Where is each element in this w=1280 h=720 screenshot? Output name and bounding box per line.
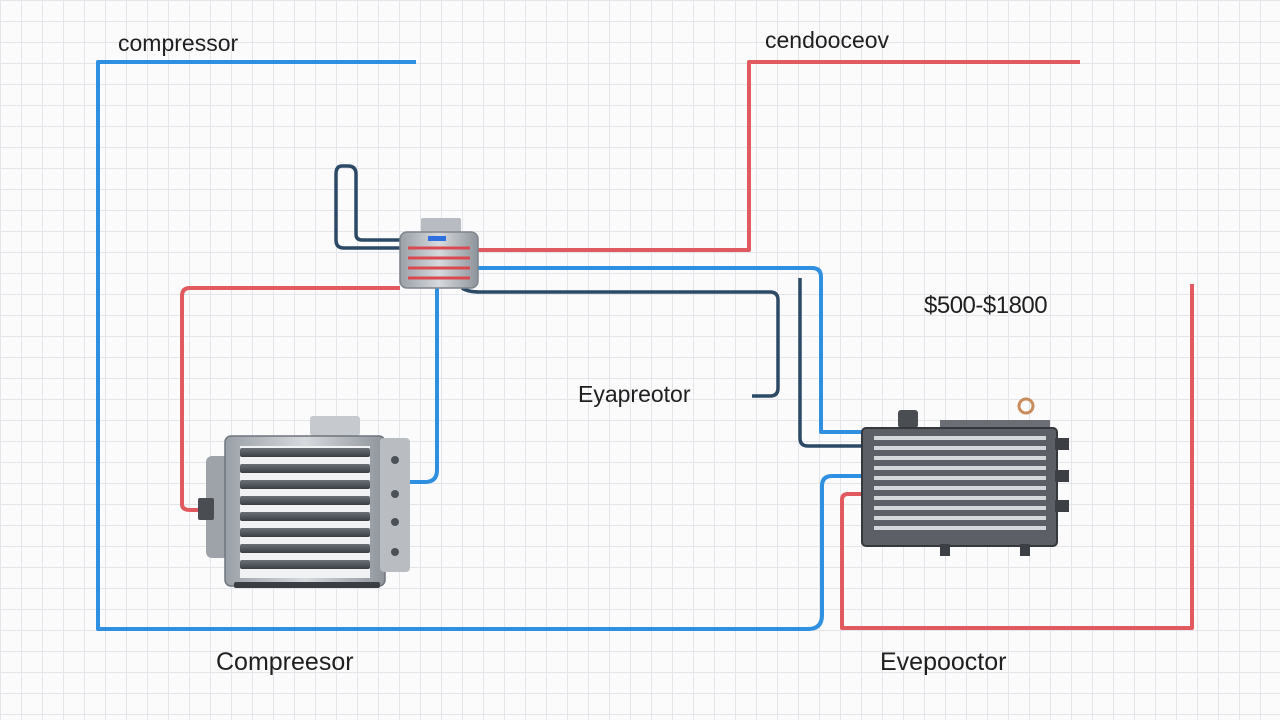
- navy-lines: [334, 164, 862, 448]
- blue-valve-to-compressor-line: [408, 288, 439, 484]
- red-lines: [180, 60, 1194, 630]
- blue-valve-to-evaporator-line: [478, 266, 862, 434]
- label-condenser-top: cendooceov: [765, 27, 890, 53]
- evaporator-unit: [861, 397, 1069, 556]
- price-range-label: $500-$1800: [924, 292, 1048, 319]
- label-evaporator-middle: Eyapreotor: [578, 381, 691, 407]
- label-compressor-bottom: Compreesor: [216, 648, 354, 676]
- compressor-unit: [198, 416, 410, 588]
- label-compressor-top: compressor: [118, 30, 239, 56]
- expansion-valve: [399, 218, 479, 289]
- blue-outer-loop-line: [96, 60, 862, 631]
- label-evaporator-bottom: Evepooctor: [880, 648, 1007, 676]
